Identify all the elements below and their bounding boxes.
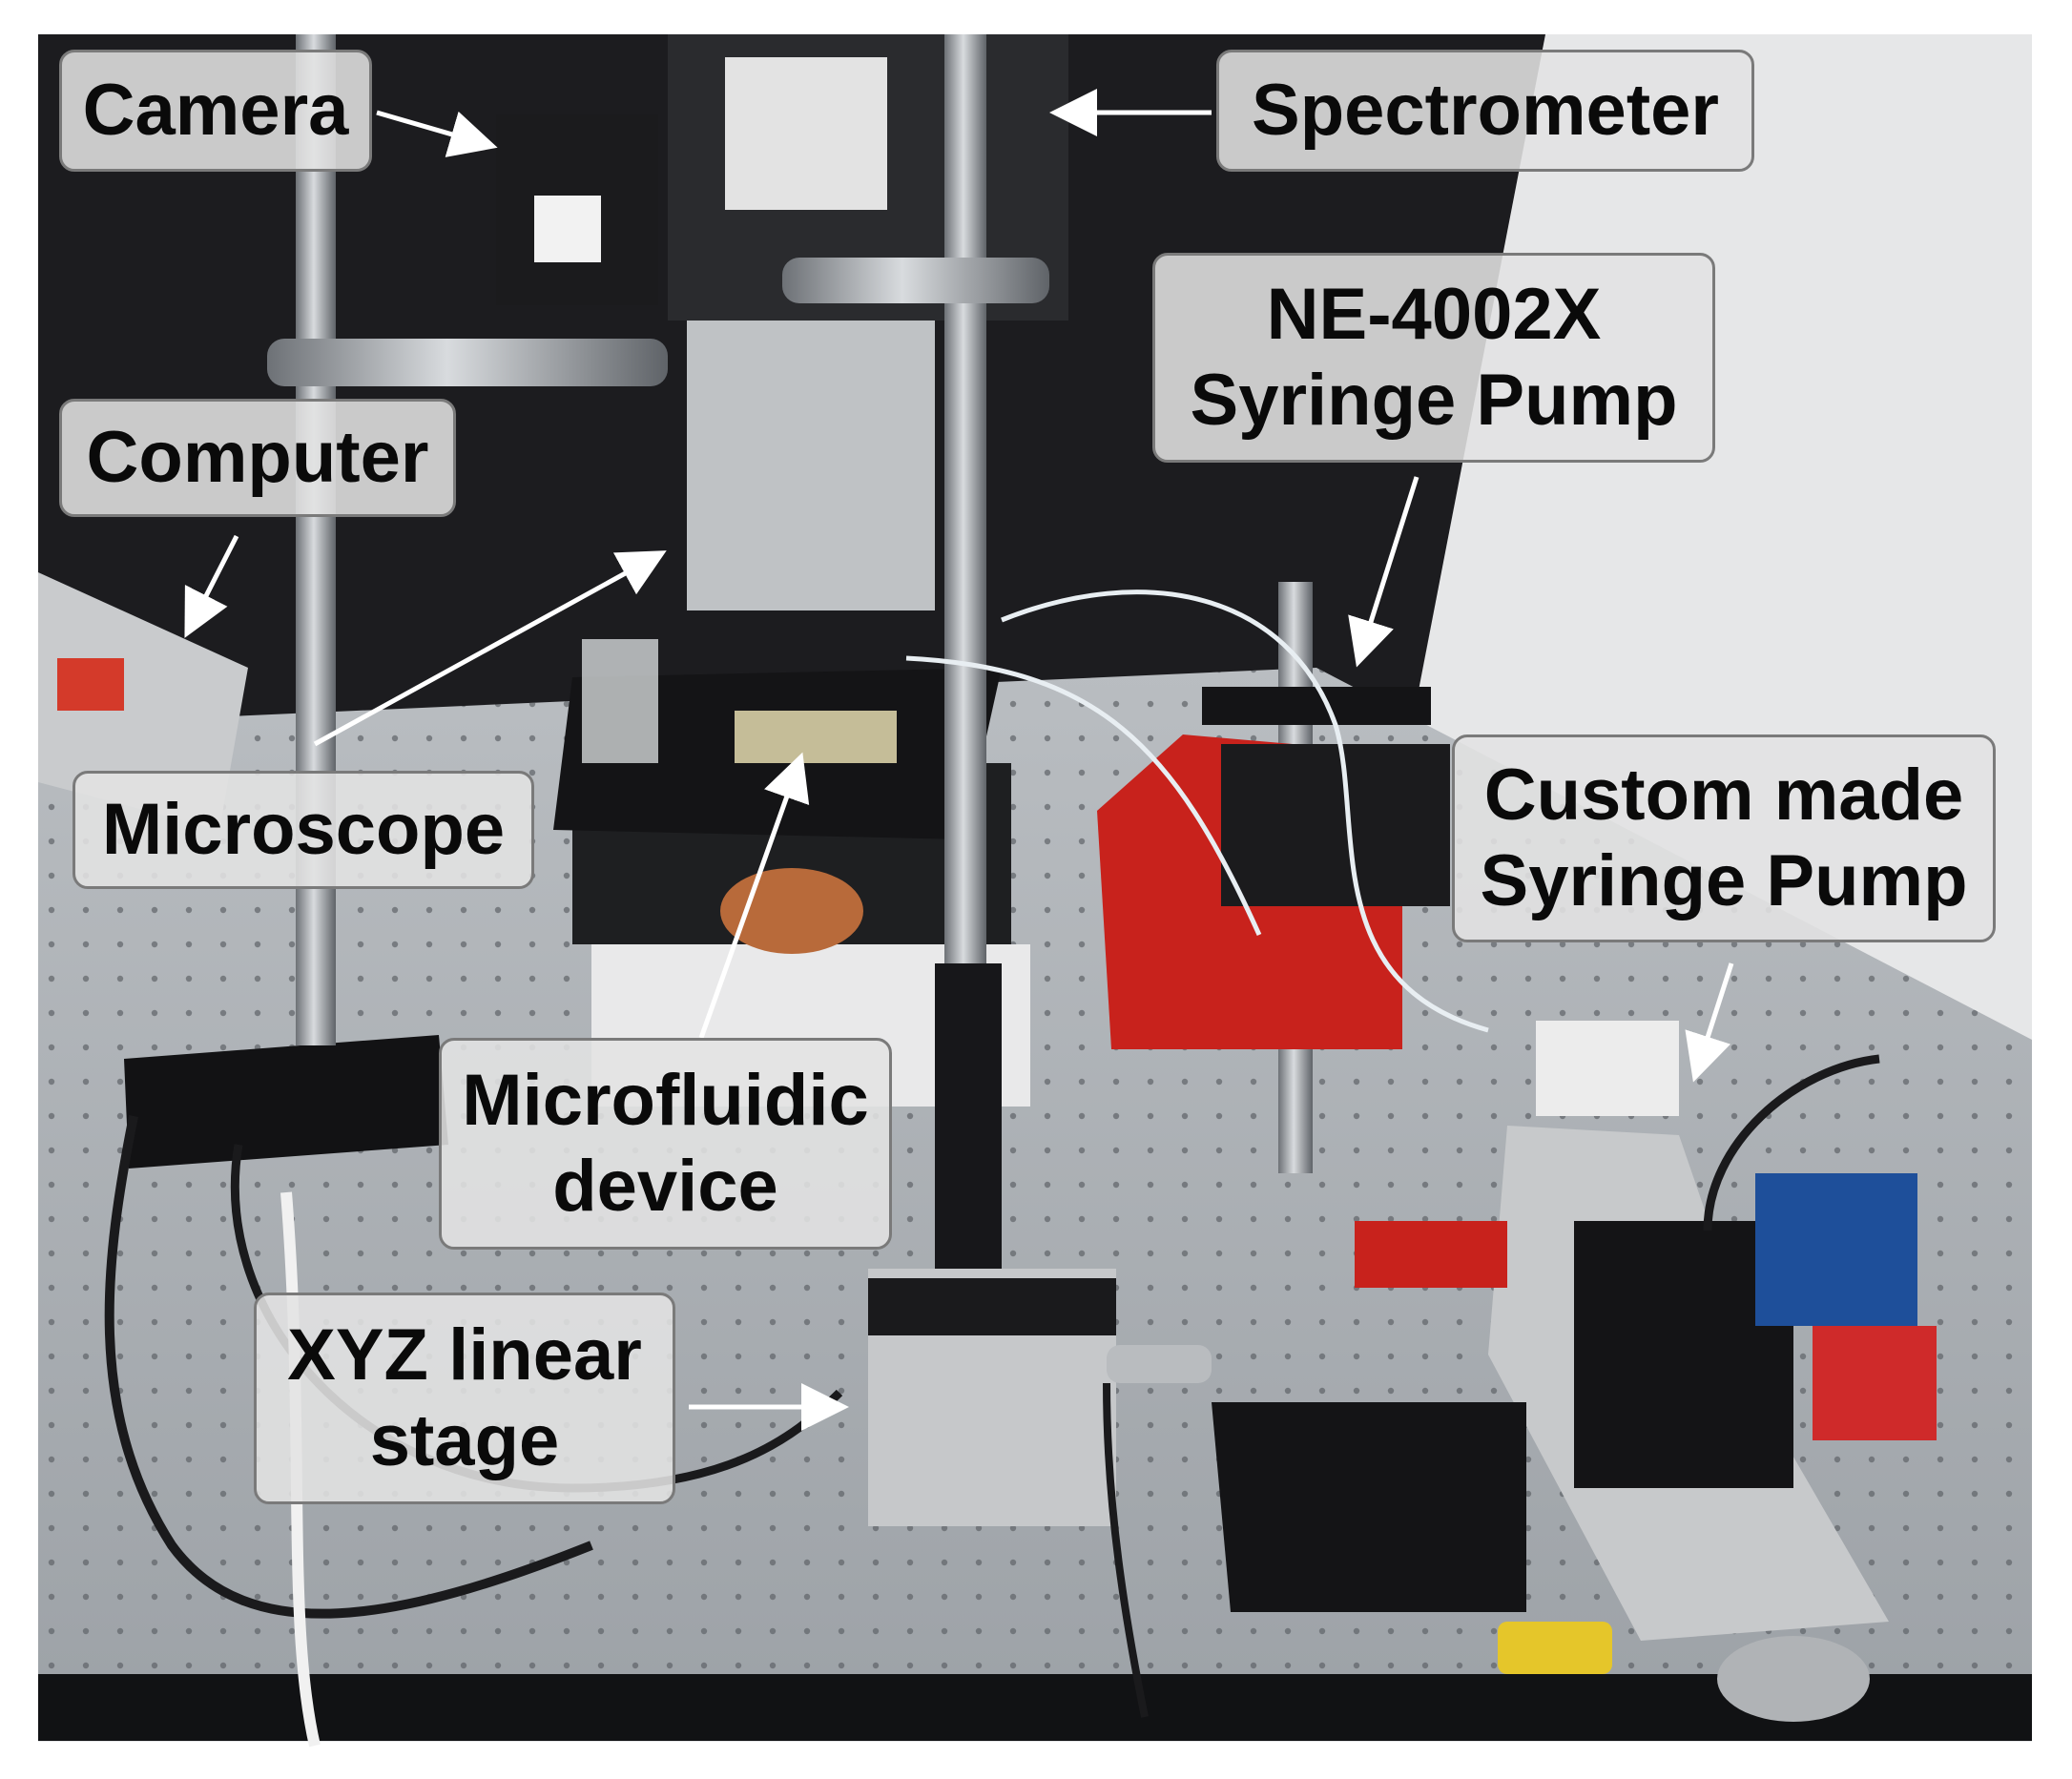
custom-made-syringe-pump-label: Custom made Syringe Pump	[1452, 734, 1996, 942]
computer-label-text: Computer	[86, 417, 429, 499]
annotation-arrows	[184, 89, 1734, 1431]
computer-label: Computer	[59, 399, 456, 517]
microscope-arrow	[313, 550, 667, 747]
microfluidic-label-line1: Microfluidic	[462, 1060, 869, 1142]
camera-label: Camera	[59, 50, 372, 172]
xyz-linear-stage-label: XYZ linear stage	[254, 1293, 675, 1504]
microfluidic-device-label: Microfluidic device	[439, 1038, 892, 1250]
spectrometer-label: Spectrometer	[1216, 50, 1754, 172]
spectrometer-label-text: Spectrometer	[1252, 70, 1719, 152]
custom-pump-label-line1: Custom made	[1483, 755, 1964, 837]
camera-arrow	[376, 110, 498, 157]
custom-pump-arrow	[1685, 962, 1734, 1083]
ne-4002x-syringe-pump-label: NE-4002X Syringe Pump	[1152, 253, 1715, 463]
custom-pump-label-line2: Syringe Pump	[1480, 840, 1968, 921]
microscope-label-text: Microscope	[101, 789, 506, 871]
ne-pump-label-line1: NE-4002X	[1266, 274, 1602, 356]
microfluidic-label-line2: device	[552, 1146, 778, 1227]
xyz-stage-label-line1: XYZ linear	[287, 1314, 642, 1396]
microfluidic-arrow	[698, 752, 810, 1039]
xyz-stage-label-line2: stage	[369, 1400, 560, 1481]
computer-arrow	[184, 534, 239, 638]
ne-pump-arrow	[1348, 476, 1419, 668]
ne-pump-label-line2: Syringe Pump	[1190, 360, 1678, 441]
microscope-label: Microscope	[73, 771, 534, 889]
camera-label-text: Camera	[82, 70, 349, 152]
